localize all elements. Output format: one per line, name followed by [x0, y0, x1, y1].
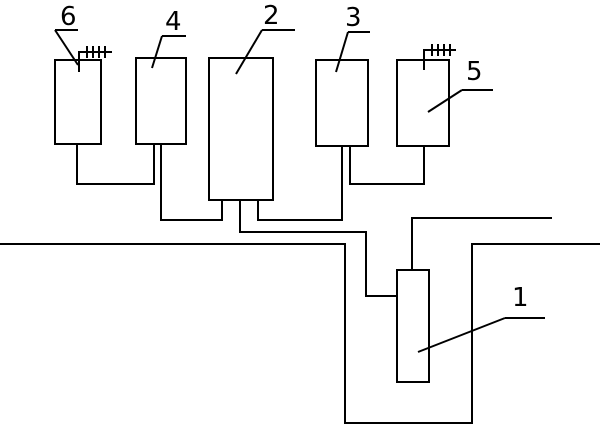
component-2-box	[208, 57, 274, 201]
component-3-box	[315, 59, 369, 147]
component-4-label: 4	[165, 7, 182, 37]
component-6-leader	[54, 29, 79, 66]
component-2-leader	[235, 29, 263, 75]
ground-symbol-icon	[423, 44, 456, 70]
component-1-leader	[417, 317, 506, 353]
wire-3-to-5	[349, 146, 425, 185]
component-2-label: 2	[263, 1, 280, 31]
component-4-box	[135, 57, 187, 145]
component-5-label: 5	[466, 57, 483, 87]
wire-4-to-2	[160, 144, 223, 221]
component-6-box	[54, 59, 102, 145]
component-1-label: 1	[512, 283, 529, 313]
wire-6-to-4	[76, 144, 155, 185]
component-3-label: 3	[345, 3, 362, 33]
component-4-leader	[151, 35, 163, 69]
wire-2-to-3	[257, 146, 343, 221]
component-1-box	[396, 269, 430, 383]
ground-symbol-icon	[78, 46, 112, 72]
component-3-leader	[335, 31, 349, 73]
component-5-leader	[427, 89, 463, 113]
wire-1-outlet	[411, 217, 552, 270]
ground-and-pit-outline	[0, 243, 600, 424]
component-6-label: 6	[60, 2, 77, 32]
wire-2-to-1	[239, 200, 397, 297]
